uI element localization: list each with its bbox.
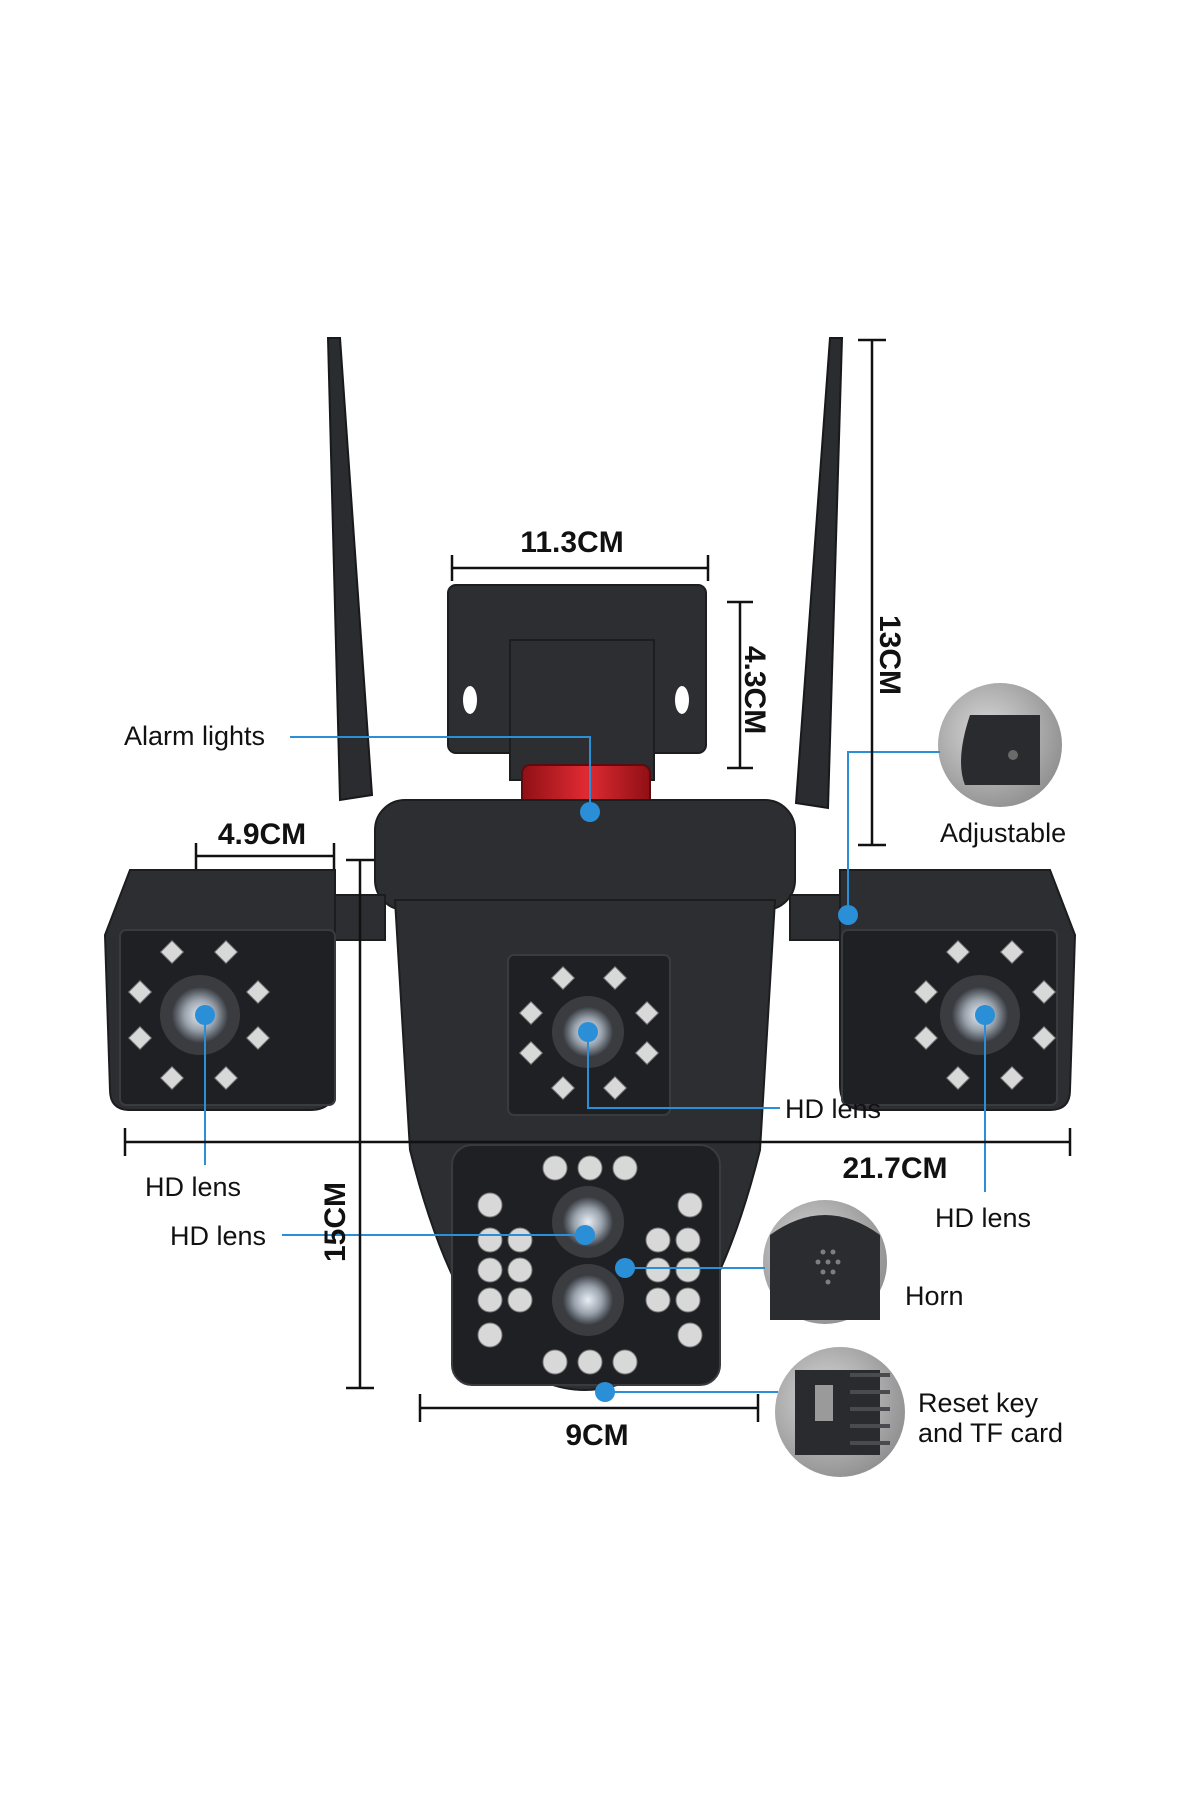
callout-hd-lens-bottom — [282, 1225, 595, 1245]
dim-body-height: 15CM — [319, 1182, 352, 1262]
label-horn: Horn — [905, 1281, 964, 1311]
dim-mount-height: 4.3CM — [738, 646, 771, 734]
dim-line-body-height — [346, 858, 374, 1390]
dim-total-width: 21.7CM — [842, 1152, 947, 1185]
label-reset-key-line2: and TF card — [918, 1418, 1063, 1448]
dim-line-bottom-width — [418, 1394, 760, 1422]
label-hd-lens-center: HD lens — [785, 1094, 881, 1124]
reset-key-inset — [775, 1347, 905, 1477]
label-hd-lens-bottom: HD lens — [170, 1221, 266, 1251]
antenna-left — [326, 337, 374, 802]
dim-top-width: 11.3CM — [520, 526, 623, 559]
ir-led-array-bottom — [477, 1155, 703, 1375]
dim-line-side-cam-width — [194, 843, 336, 869]
label-reset-key-line1: Reset key — [918, 1388, 1039, 1418]
callout-reset-key — [595, 1382, 778, 1402]
dim-side-cam-width: 4.9CM — [218, 818, 306, 851]
callout-hd-lens-right — [975, 1005, 995, 1192]
antenna-right — [794, 337, 844, 810]
callout-alarm-lights — [290, 736, 600, 822]
horn-inset — [763, 1200, 887, 1324]
dim-line-total-width — [123, 1128, 1072, 1156]
wall-mount — [447, 584, 707, 781]
callout-horn — [615, 1258, 765, 1278]
label-adjustable: Adjustable — [940, 818, 1066, 848]
callout-adjustable — [838, 751, 940, 925]
callout-hd-lens-left — [195, 1005, 215, 1165]
dim-line-antenna-height — [858, 338, 886, 847]
label-hd-lens-left: HD lens — [145, 1172, 241, 1202]
dim-bottom-width: 9CM — [565, 1419, 628, 1452]
dim-line-mount-height — [727, 600, 753, 770]
ir-led-array — [127, 939, 1057, 1101]
dim-antenna-height: 13CM — [873, 615, 906, 695]
label-alarm-lights: Alarm lights — [124, 721, 265, 751]
label-hd-lens-right: HD lens — [935, 1203, 1031, 1233]
adjustable-inset — [938, 683, 1062, 807]
dim-line-top-width — [450, 555, 710, 581]
lens-bottom-top — [552, 1186, 624, 1258]
lens-bottom-lower — [552, 1264, 624, 1336]
callout-hd-lens-center — [578, 1022, 780, 1109]
arm-right — [789, 894, 846, 941]
